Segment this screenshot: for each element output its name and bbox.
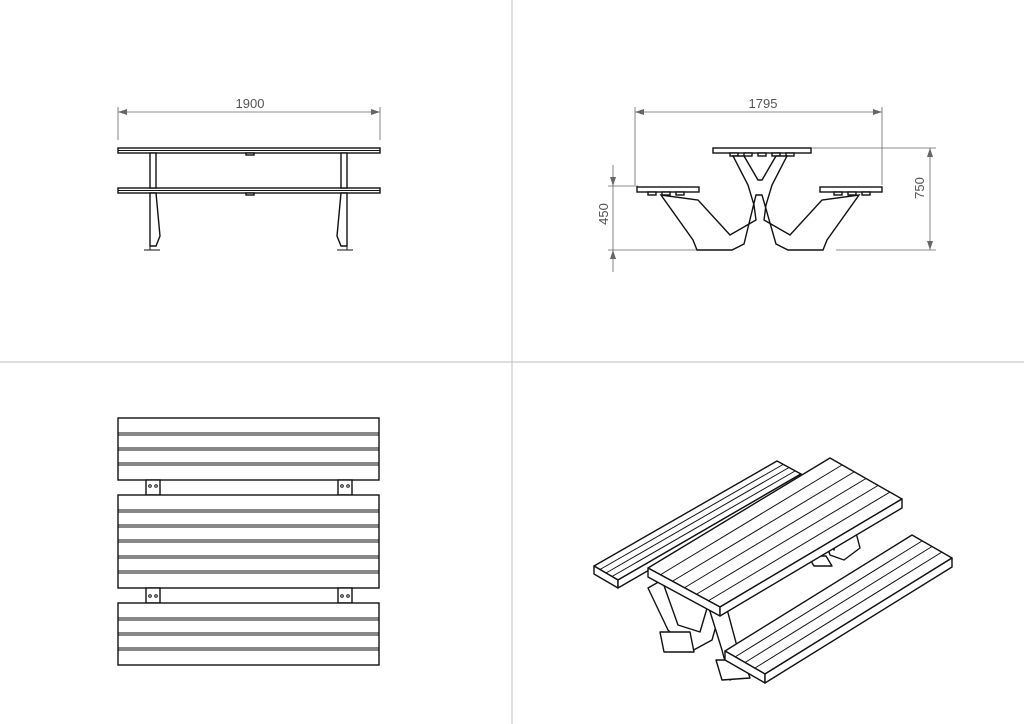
front-view: 1900: [117, 96, 381, 251]
side-view: 1795 450 750: [596, 96, 936, 272]
top-frame-bar-2: [337, 479, 353, 496]
top-frame-bolts-2: [148, 594, 350, 598]
side-tabletop-slat-blocks: [729, 152, 795, 157]
side-dim-table-label: 750: [912, 177, 927, 199]
front-dim-arrow-left: [118, 109, 127, 115]
top-tabletop-slats: [118, 509, 379, 574]
side-dim-seat-label: 450: [596, 203, 611, 225]
side-bench-right: [819, 186, 883, 193]
side-dim-width-arrow-left: [635, 109, 644, 115]
side-bench-left: [636, 186, 700, 193]
side-dim-width-arrow-right: [873, 109, 882, 115]
front-dim-arrow-right: [371, 109, 380, 115]
front-left-leg-upper: [149, 152, 157, 189]
top-frame-bar-1: [145, 479, 161, 496]
iso-tabletop: [647, 457, 903, 617]
top-frame-bar-4: [337, 587, 353, 604]
side-tabletop: [712, 147, 812, 154]
top-bench-upper-slats: [118, 432, 379, 466]
front-dim-label: 1900: [236, 96, 265, 111]
side-bench-slat-blocks: [647, 191, 871, 196]
side-dim-width-label: 1795: [749, 96, 778, 111]
iso-bench-front: [724, 534, 953, 684]
isometric-view: [593, 457, 953, 684]
front-right-leg-upper: [340, 152, 348, 189]
side-dim-table-arrow-top: [927, 148, 933, 157]
top-frame-bolts-1: [148, 484, 350, 488]
front-left-leg-lower: [149, 192, 161, 247]
front-clip-bench: [245, 192, 255, 196]
side-dim-seat-arrow-bottom: [610, 250, 616, 259]
side-a-frame-leg: [659, 155, 861, 251]
side-dim-table-arrow-bottom: [927, 241, 933, 250]
top-bench-lower: [117, 602, 380, 666]
top-frame-bar-3: [145, 587, 161, 604]
top-bench-lower-slats: [118, 617, 379, 651]
front-right-leg-lower: [336, 192, 348, 247]
top-view: [117, 417, 380, 666]
side-dim-seat-arrow-top: [610, 177, 616, 186]
front-clip-top: [245, 152, 255, 156]
top-bench-upper: [117, 417, 380, 481]
